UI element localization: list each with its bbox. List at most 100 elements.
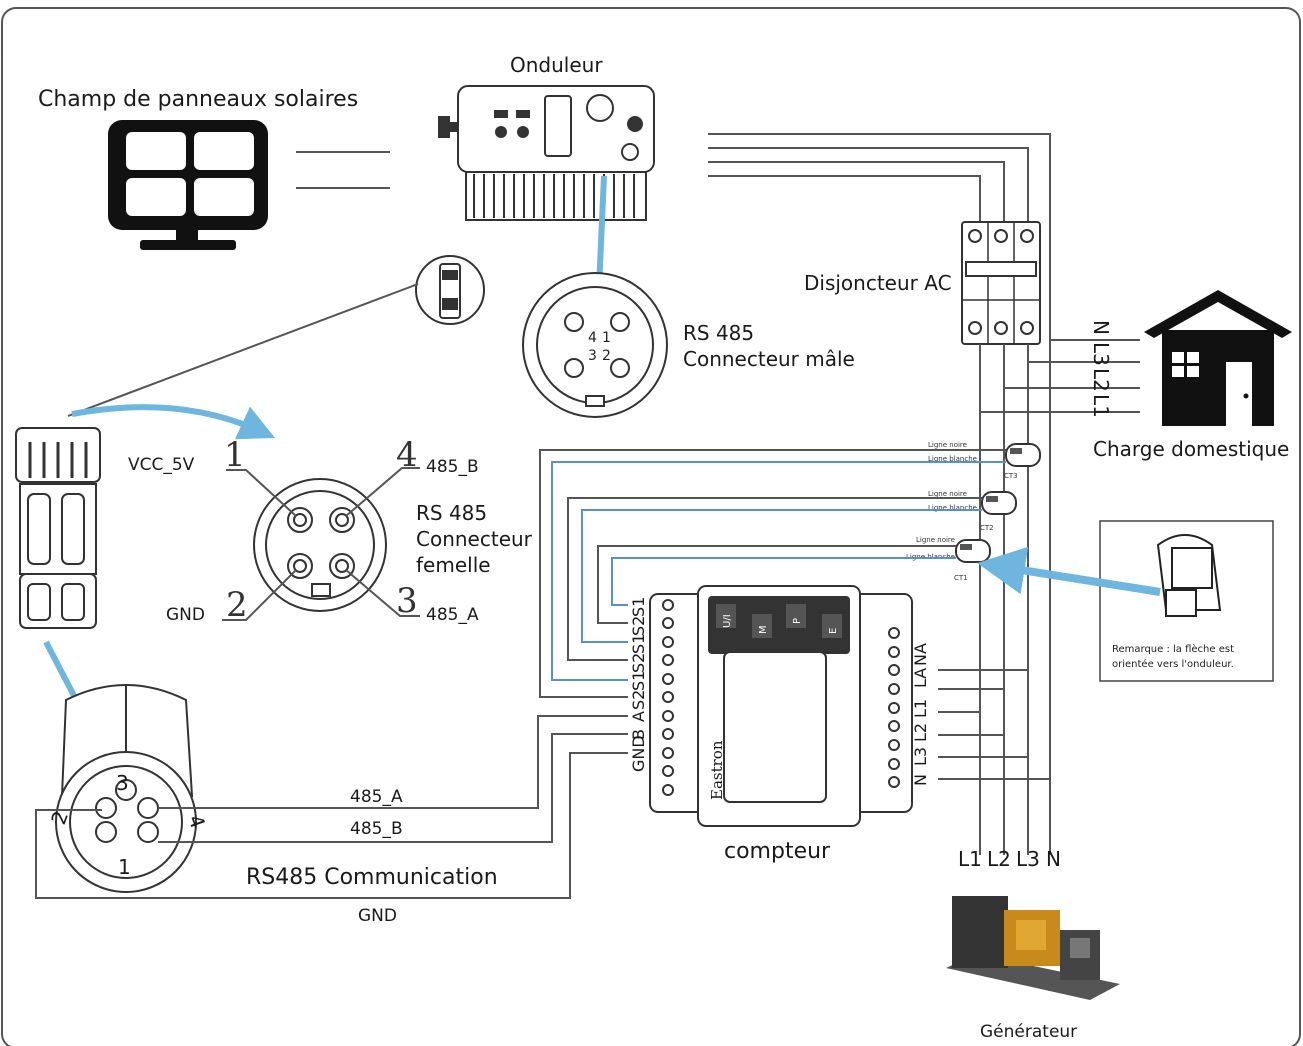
inverter-label: Onduleur [510,53,603,77]
rs485-female-line2: Connecteur [416,527,533,551]
female-pin-leaders [222,467,420,621]
plug-pin-1: 1 [118,855,131,879]
meter-left-terminal-screws [662,599,674,796]
rs485-socket-icon [55,684,197,893]
inverter-heatsink [473,174,635,218]
meter-term-s2-a: S2 [629,616,648,636]
ct3-wire-white: Ligne blanche [928,455,977,463]
solar-field-label: Champ de panneaux solaires [38,87,358,112]
ct2-wire-white: Ligne blanche [928,504,977,512]
rs485-female-line3: femelle [416,553,491,577]
female-pin-4: 4 [396,435,418,475]
male-pin-1: 1 [602,330,611,346]
outer-frame [1,7,1301,1046]
meter-icon [649,585,913,827]
meter-term-s1-b: S1 [629,634,648,654]
house-line-l1: L1 [1089,394,1113,418]
meter-term-b: B [629,729,648,740]
meter-left-terminal-labels: S1 S2 S1 S2 S1 S2 A B GND [629,597,648,772]
ct3-label: CT3 [1004,472,1018,480]
meter-button-p: P [792,618,803,624]
house-feed-lines [980,339,1140,413]
meter-term-la: LA [911,668,930,688]
rs485-male-subtitle: Connecteur mâle [683,347,855,371]
ct-white-wires [551,461,1006,681]
house-line-l3: L3 [1089,342,1113,366]
generator-icon [946,896,1120,1000]
rs485-male-title: RS 485 [683,321,754,345]
meter-term-a: A [629,711,648,722]
plug-pin-3: 3 [116,771,129,795]
meter-term-s1-c: S1 [629,671,648,691]
meter-label: compteur [724,839,831,864]
meter-button-e: E [828,628,839,634]
ac-breaker-icon [961,221,1041,345]
meter-right-terminal-labels: NA LA L1 L2 L3 N [911,643,930,786]
male-pin-2: 2 [602,348,611,364]
ct2-label: CT2 [980,524,994,532]
ac-breaker-label: Disjoncteur AC [804,271,952,295]
arrow-plug-to-female [71,404,276,440]
female-gnd-label: GND [166,605,205,625]
ct-note-box [1099,520,1274,682]
meter-button-m: M [758,625,769,634]
bottom-line-l2: L2 [987,847,1011,871]
bottom-line-l1: L1 [958,847,982,871]
breaker-output-lines [979,344,1029,855]
generator-label: Générateur [980,1022,1077,1042]
ac-output-lines [708,133,1051,855]
meter-brand: Eastron [708,740,726,800]
ct-note-line2: orientée vers l'onduleur. [1112,658,1234,670]
rs485-comm-wires [35,715,628,899]
ct-note-line1: Remarque : la flèche est [1112,643,1234,655]
meter-term-gnd: GND [629,735,648,772]
meter-button-ui: U/I [722,614,733,628]
female-pin-3: 3 [396,581,418,621]
female-b-label: 485_B [426,457,479,477]
small-pin-icon [415,255,485,325]
wire-485-b-label: 485_B [350,819,403,839]
meter-term-n: N [911,774,930,786]
female-a-label: 485_A [426,605,479,625]
bottom-line-l3: L3 [1016,847,1040,871]
ct1-icon [955,539,991,563]
meter-term-l1: L1 [911,699,930,718]
house-icon [1144,290,1292,426]
home-load-label: Charge domestique [1093,437,1289,461]
meter-term-s2-b: S2 [629,653,648,673]
wire-485-a-label: 485_A [350,787,403,807]
meter-ac-connections [938,669,1050,780]
ct3-icon [1005,443,1041,467]
solar-cables [296,151,390,189]
meter-term-na: NA [911,643,930,666]
male-pin-3: 3 [588,348,597,364]
house-line-l2: L2 [1089,368,1113,392]
arrow-note-to-ct1 [977,546,1161,596]
male-pin-4: 4 [588,330,597,346]
inverter-icon [438,85,655,221]
ct2-wire-black: Ligne noire [928,490,967,498]
wire-gnd-label: GND [358,906,397,926]
ct-black-wires [539,449,1006,698]
meter-term-l2: L2 [911,723,930,742]
meter-buttons: U/I M P E [716,604,842,638]
house-line-n: N [1089,320,1113,335]
meter-term-s2-c: S2 [629,690,648,710]
rs485-male-connector-icon [522,272,668,418]
ct3-wire-black: Ligne noire [928,441,967,449]
house-line-labels: N L3 L2 L1 [1089,320,1113,418]
ct1-label: CT1 [954,574,968,582]
ct2-icon [981,491,1017,515]
solar-panel-icon [108,120,268,250]
female-pin-2: 2 [226,585,248,625]
bottom-line-n: N [1046,847,1061,871]
plug-to-pin-line [67,283,419,417]
meter-term-l3: L3 [911,747,930,766]
female-vcc-label: VCC_5V [128,455,195,475]
rs485-plug-icon [15,427,101,629]
female-pin-1: 1 [224,435,246,475]
ct1-wire-black: Ligne noire [916,536,955,544]
rs485-communication-label: RS485 Communication [246,865,498,890]
